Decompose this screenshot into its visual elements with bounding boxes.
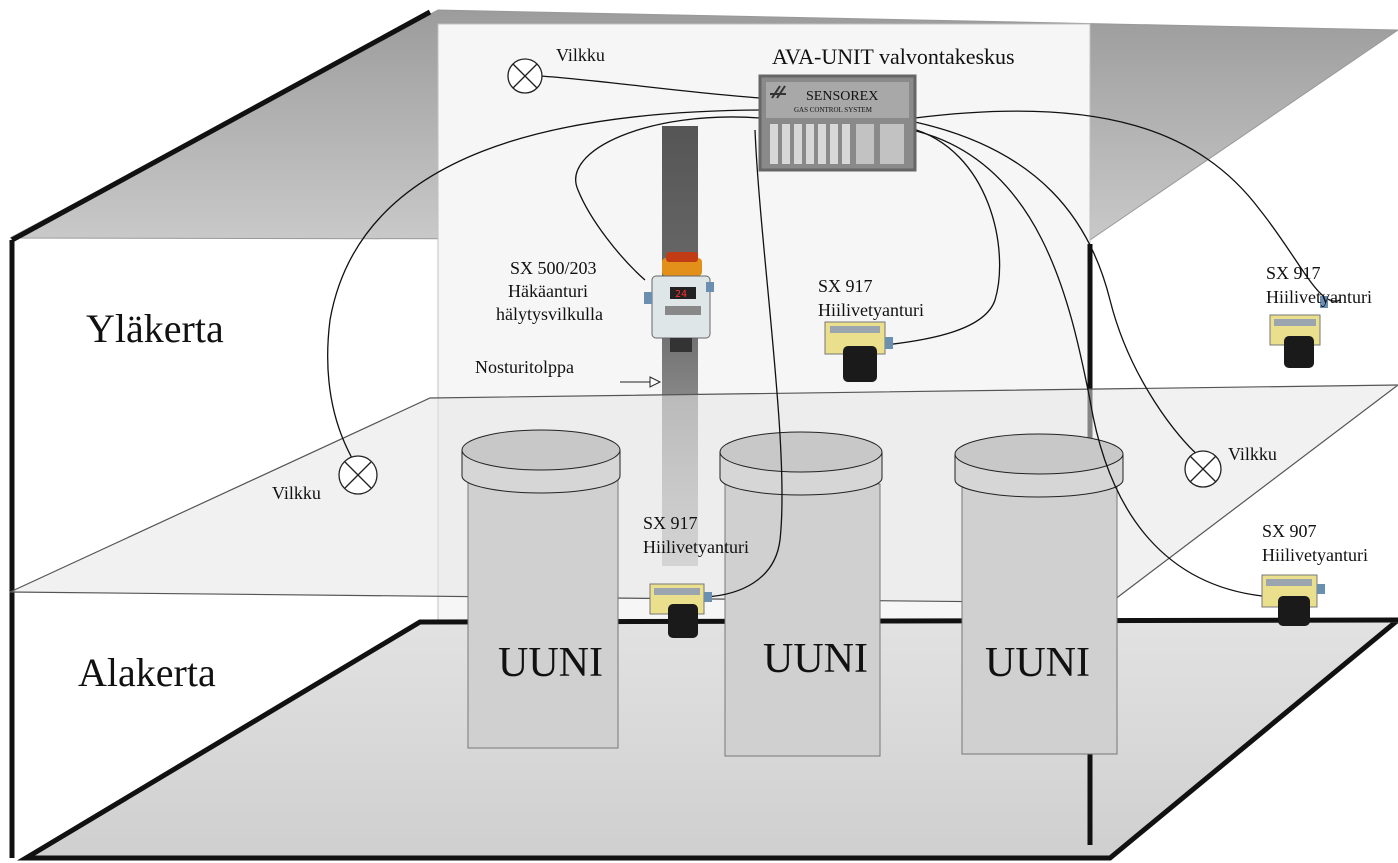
upper-floor-label: Yläkerta <box>86 306 224 351</box>
sx917-lower-type: Hiilivetyanturi <box>643 537 749 557</box>
wire-sx907 <box>911 129 1263 597</box>
sx907-type: Hiilivetyanturi <box>1262 545 1368 565</box>
wire-left-flasher <box>327 109 771 463</box>
sx917-lower-model: SX 917 <box>643 513 698 533</box>
ava-unit-controller: SENSOREX GAS CONTROL SYSTEM <box>758 74 917 172</box>
furnace-2 <box>719 431 883 757</box>
sx917-lower-sensor <box>649 583 712 638</box>
furnace-label-2: UUNI <box>763 636 868 682</box>
furnace-1 <box>461 429 621 749</box>
sx500-display-value: 24 <box>675 289 687 300</box>
flasher-label-top-left: Vilkku <box>556 45 605 65</box>
floor-plane <box>16 617 1398 861</box>
crane-pole-arrow-icon <box>620 376 662 388</box>
controller-title: AVA-UNIT valvontakeskus <box>772 44 1015 69</box>
flasher-label-middle-right: Vilkku <box>1228 444 1277 464</box>
sx917-center-model: SX 917 <box>818 276 873 296</box>
sx917-right-type: Hiilivetyanturi <box>1266 287 1372 307</box>
lower-floor-label: Alakerta <box>78 650 216 695</box>
controller-subtitle: GAS CONTROL SYSTEM <box>794 106 873 114</box>
crane-pole-label: Nosturitolppa <box>475 357 574 377</box>
sx907-sensor <box>1261 574 1325 626</box>
sx500-sensor: 24 <box>644 252 714 352</box>
wire-sx917-right <box>914 110 1341 302</box>
furnace-label-1: UUNI <box>498 640 603 686</box>
wire-sx917-center <box>884 127 1001 346</box>
sx917-right-sensor <box>1269 296 1328 368</box>
flasher-middle-left-icon <box>338 455 378 495</box>
sx500-model: SX 500/203 <box>510 258 597 278</box>
sx907-model: SX 907 <box>1262 521 1317 541</box>
wire-top-flasher <box>539 75 761 99</box>
sx500-line1: Häkäanturi <box>508 281 588 301</box>
wire-sx500 <box>575 116 761 281</box>
sx500-line2: hälytysvilkulla <box>496 304 603 324</box>
flasher-middle-right-icon <box>1184 450 1222 488</box>
furnace-3 <box>954 433 1124 755</box>
sx917-right-model: SX 917 <box>1266 263 1321 283</box>
sx917-center-sensor <box>824 321 893 382</box>
wiring <box>327 75 1341 598</box>
controller-modules <box>770 124 904 164</box>
sx917-center-type: Hiilivetyanturi <box>818 300 924 320</box>
flasher-label-middle-left: Vilkku <box>272 483 321 503</box>
wire-right-flasher <box>914 121 1199 456</box>
wire-sx917-lower <box>704 129 783 598</box>
sensorex-logo-icon <box>770 85 786 99</box>
furnace-label-3: UUNI <box>985 640 1090 686</box>
controller-brand: SENSOREX <box>806 89 878 104</box>
flasher-top-left-icon <box>507 58 543 94</box>
middle-floor-plane <box>9 384 1398 604</box>
